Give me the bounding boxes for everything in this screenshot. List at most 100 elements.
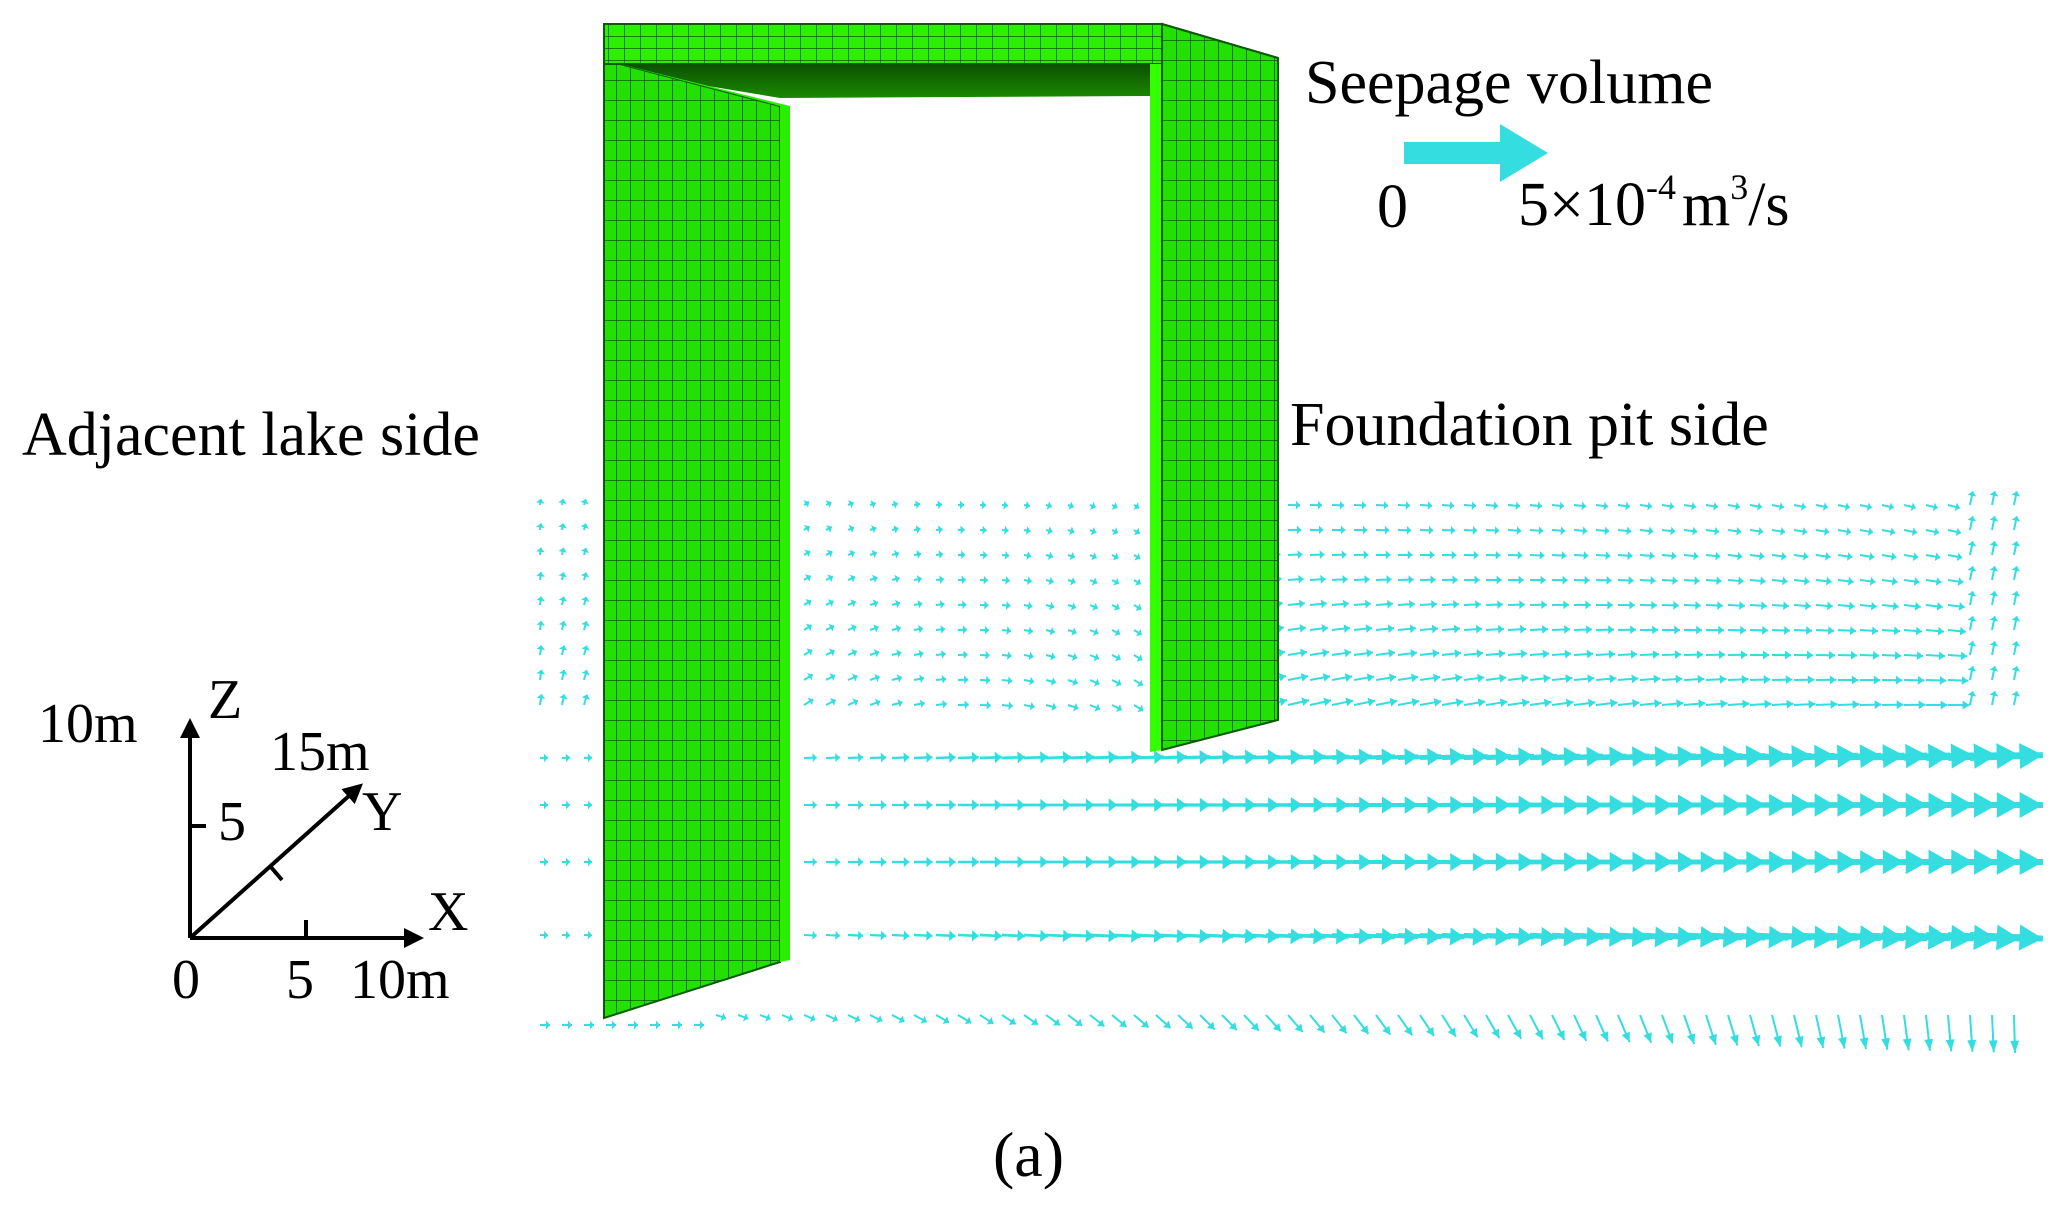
seepage-vector [1574,576,1590,585]
seepage-vector [1968,491,1977,505]
seepage-vector [1948,701,1970,710]
seepage-vector [1134,629,1142,637]
seepage-vector [936,1015,949,1024]
seepage-vector [584,801,592,810]
seepage-vector [848,931,863,941]
seepage-vector [1112,578,1119,586]
seepage-vector [1948,627,1966,636]
seepage-vector [1926,602,1943,611]
seepage-vector [914,550,921,559]
seepage-vector [1684,601,1701,610]
seepage-vector [870,931,886,941]
seepage-vector [1464,575,1480,584]
seepage-vector [1728,502,1740,511]
seepage-vector [1442,551,1456,560]
seepage-vector [870,525,876,533]
seepage-vector [1376,526,1389,535]
seepage-vector [1420,575,1436,584]
seepage-vector [1772,601,1789,610]
seepage-vector [1090,653,1099,661]
seepage-vector [1882,626,1900,635]
seepage-vector [1662,502,1674,511]
seepage-vector [650,1021,660,1030]
seepage-vector [2012,566,2021,580]
seepage-vector [1090,577,1097,585]
seepage-vector [1684,650,1703,659]
seepage-vector [892,575,900,584]
seepage-vector [1881,1015,1890,1050]
seepage-vector [1903,1015,1912,1050]
seepage-vector [1816,577,1832,586]
seepage-vector [1772,651,1791,660]
seepage-vector [558,524,567,530]
seepage-vector [1266,1015,1281,1031]
seepage-vector [914,625,923,634]
seepage-vector [1618,601,1635,610]
seepage-vector [1420,625,1438,634]
seepage-vector [848,574,855,582]
seepage-vector [958,700,969,709]
seepage-vector [1662,576,1678,585]
seepage-vector [804,1014,815,1022]
seepage-vector [826,500,832,508]
seepage-vector [540,858,548,867]
seepage-vector [1816,527,1829,536]
seepage-vector [1882,676,1902,685]
seepage-vector [1904,676,1924,685]
seepage-vector [1990,666,1999,680]
seepage-vector [1706,699,1728,708]
seepage-vector [760,1013,771,1021]
seepage-vector [980,856,1002,868]
seepage-vector [1926,627,1944,636]
seepage-vector [1926,503,1938,512]
seepage-vector [1376,550,1390,559]
x-axis-label: X [428,880,468,944]
seepage-vector [1420,501,1432,510]
y-tick [270,866,282,880]
seepage-vector [1684,699,1706,708]
seepage-vector [540,931,548,940]
seepage-vector [958,600,966,609]
seepage-vector [1926,651,1945,660]
seepage-vector [1442,625,1460,634]
seepage-vector [1090,603,1098,611]
seepage-vector [782,1014,793,1022]
seepage-vector [536,548,545,555]
seepage-vector [1376,501,1388,510]
seepage-vector [536,621,545,630]
seepage-vector [1904,527,1917,536]
seepage-vector [1530,1015,1543,1039]
seepage-vector [1750,527,1763,536]
seepage-vector [1706,675,1726,684]
seepage-vector [1376,673,1396,682]
seepage-vector [914,675,924,684]
seepage-vector [694,1021,704,1030]
seepage-vector [1838,1015,1847,1049]
seepage-vector [1750,502,1762,511]
seepage-vector [1002,856,1025,868]
seepage-vector [1332,649,1351,658]
seepage-vector [1068,602,1076,610]
seepage-vector [1684,502,1696,511]
seepage-vector [559,670,568,680]
seepage-vector [1838,527,1851,536]
seepage-vector [1838,552,1852,561]
seepage-vector [870,699,880,707]
seepage-vector [540,801,548,810]
seepage-vector [1464,501,1476,510]
seepage-vector [581,524,589,530]
seepage-vector [958,675,968,684]
seepage-vector [1706,650,1725,659]
seepage-vector [1046,602,1054,611]
seepage-vector [1816,552,1830,561]
seepage-vector [848,649,857,657]
seepage-vector [892,1015,904,1023]
seepage-vector [936,930,956,941]
seepage-vector [1046,577,1054,586]
seepage-vector [1398,674,1418,683]
seepage-vector [1640,502,1652,511]
seepage-vector [958,501,964,510]
seepage-vector [1002,930,1025,942]
legend-value-exponent: -4 [1646,167,1676,207]
seepage-vector [1948,676,1968,685]
